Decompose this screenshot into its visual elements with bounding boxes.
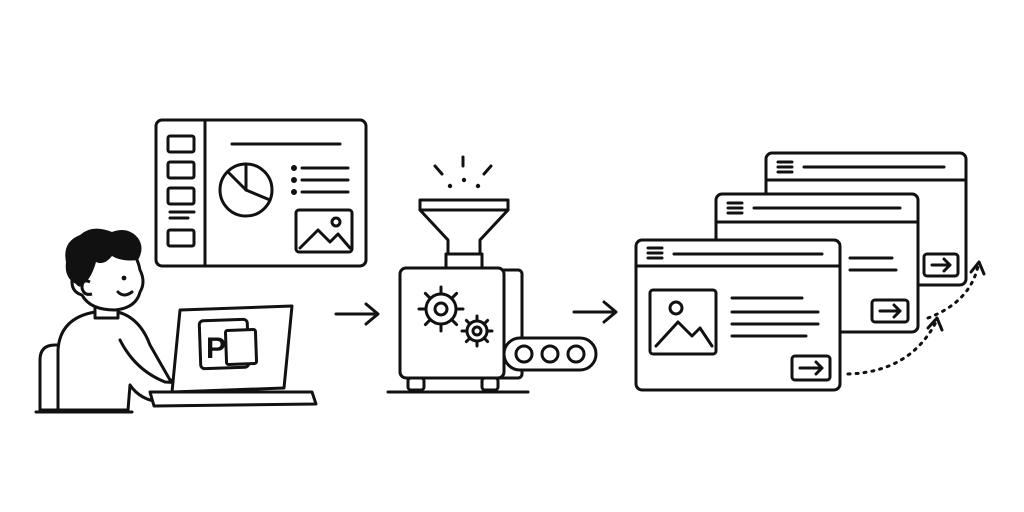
machine-neck (444, 252, 484, 270)
person-arm (118, 338, 202, 386)
pie-chart-icon (218, 162, 274, 218)
machine-foot (480, 376, 500, 392)
laptop-base (148, 390, 318, 408)
bullet-dot (291, 189, 297, 195)
next-arrow-button-icon (790, 354, 832, 382)
person-ear (80, 279, 93, 296)
person-hair (65, 228, 142, 287)
machine-foot (406, 376, 426, 392)
presentation-app-icon: P (197, 317, 259, 371)
web-page-window-front (634, 238, 842, 392)
conveyor-belt (502, 336, 598, 372)
app-letter: P (206, 332, 226, 365)
presenter-group: P (34, 228, 318, 414)
next-arrow-button-icon (922, 252, 960, 278)
person-smile (116, 290, 134, 297)
bullet-dot (291, 165, 297, 171)
slide-thumbnail-partial (168, 210, 196, 220)
slide-thumbnail (166, 160, 196, 180)
slide-deck-window (154, 118, 368, 268)
slide-window-frame (154, 118, 368, 268)
dotted-curve-arrow-icon (926, 260, 986, 320)
hamburger-menu-icon (726, 201, 744, 215)
slide-thumbnail (166, 186, 196, 206)
image-icon (648, 288, 718, 356)
gear-icon (417, 285, 465, 333)
next-arrow-button-icon (870, 298, 910, 324)
slide-thumbnail (166, 228, 196, 248)
image-icon (294, 208, 354, 254)
arrow-right-icon (572, 300, 618, 324)
processing-machine (386, 155, 598, 394)
funnel-icon (418, 198, 510, 256)
gear-icon (460, 314, 494, 348)
hamburger-menu-icon (776, 160, 794, 174)
person-torso (56, 310, 202, 412)
dotted-curve-arrow-icon (846, 316, 944, 376)
hamburger-menu-icon (646, 246, 664, 260)
bullet-dot (291, 177, 297, 183)
sparkle-lines (433, 155, 493, 189)
person-eye (121, 275, 127, 281)
machine-body (398, 266, 506, 380)
slide-thumbnail (166, 134, 196, 154)
arrow-right-icon (334, 302, 380, 326)
